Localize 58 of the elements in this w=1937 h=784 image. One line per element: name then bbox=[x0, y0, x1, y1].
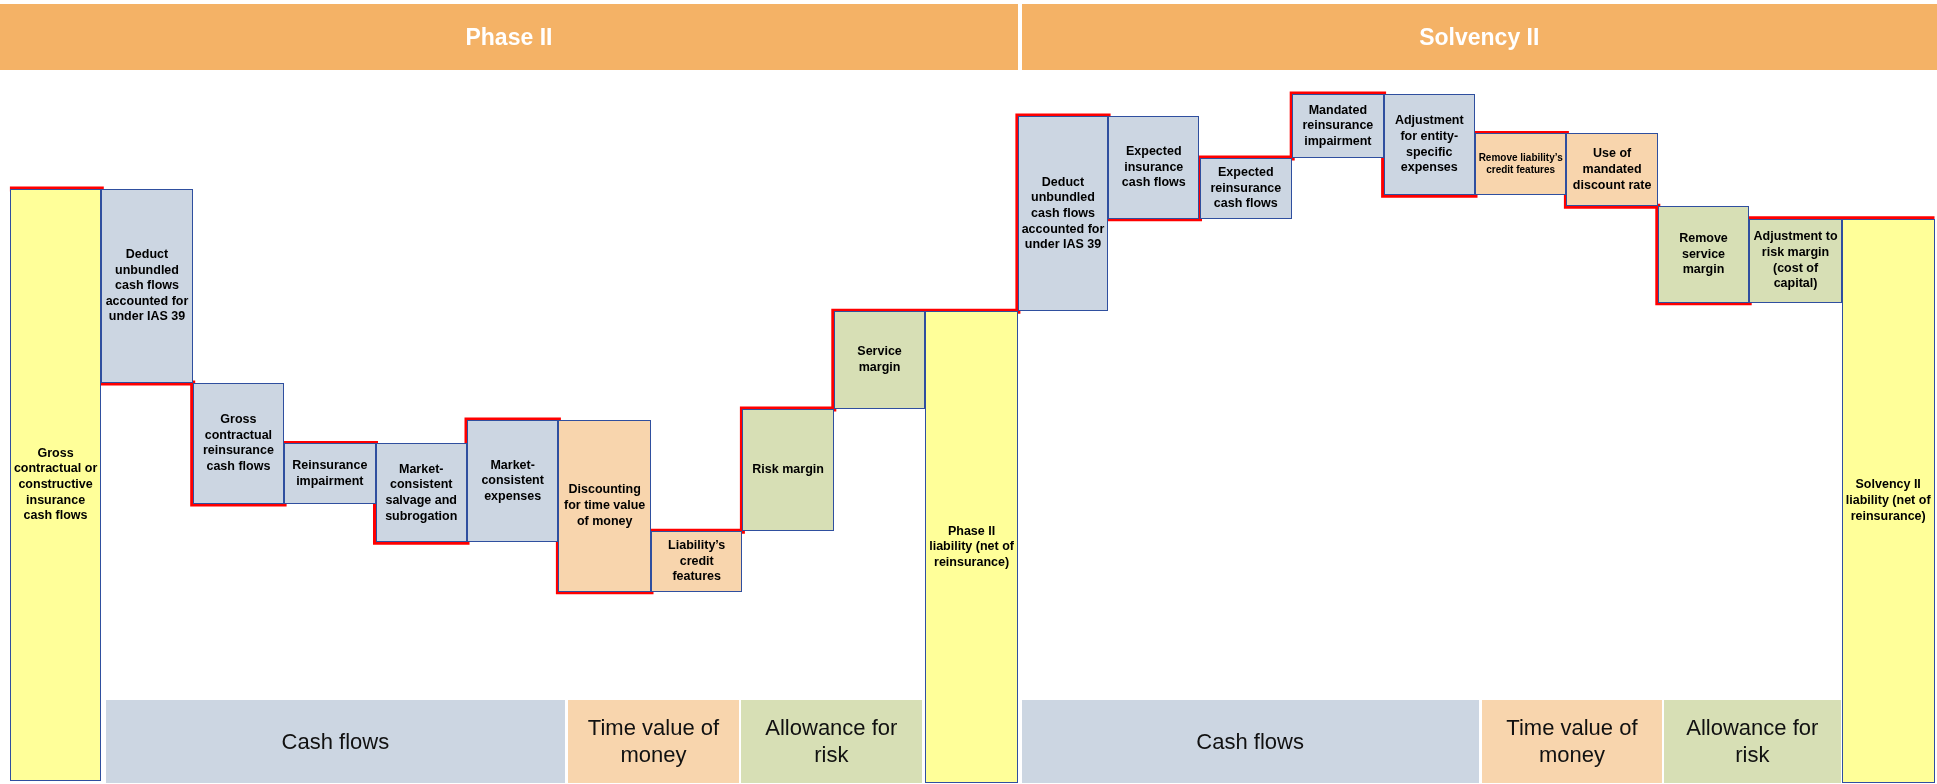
category-band bbox=[741, 700, 922, 784]
step-label: Gross contractual reinsurance cash flows bbox=[201, 412, 275, 475]
step-box bbox=[466, 420, 559, 543]
category-label: Allowance for risk bbox=[764, 715, 899, 769]
category-label: Allowance for risk bbox=[1685, 715, 1820, 769]
step-box bbox=[742, 408, 834, 532]
step-label: Reinsurance impairment bbox=[291, 458, 369, 490]
step-label: Discounting for time value of money bbox=[563, 482, 647, 530]
step-label: Market-consistent salvage and subrogation bbox=[384, 461, 459, 525]
step-box bbox=[1292, 93, 1384, 159]
step-label: Risk margin bbox=[752, 462, 824, 478]
step-box bbox=[192, 382, 285, 504]
step-label: Liability’s credit features bbox=[667, 538, 727, 585]
step-box bbox=[1566, 133, 1658, 207]
category-band bbox=[1664, 700, 1841, 784]
header-text: Solvency II bbox=[1419, 23, 1540, 51]
step-box bbox=[9, 189, 102, 781]
step-box bbox=[651, 531, 743, 592]
step-label: Adjustment to risk margin (cost of capital) bbox=[1752, 229, 1839, 292]
step-label: Remove service margin bbox=[1678, 231, 1729, 278]
step-label: Gross contractual or constructive insurance cash flows bbox=[12, 445, 99, 524]
step-box bbox=[284, 443, 376, 504]
category-band bbox=[1021, 700, 1479, 784]
category-label: Cash flows bbox=[1196, 728, 1304, 755]
step-box bbox=[1475, 133, 1567, 196]
step-box bbox=[1383, 93, 1475, 196]
step-label: Phase II liability (net of reinsurance) bbox=[928, 523, 1015, 571]
step-label: Deduct unbundled cash flows accounted for under IAS 39 bbox=[104, 246, 190, 326]
step-box bbox=[1749, 218, 1842, 303]
step-box bbox=[375, 443, 467, 543]
category-label: Time value of money bbox=[1505, 715, 1639, 769]
step-label: Service margin bbox=[856, 344, 903, 376]
step-label: Expected reinsurance cash flows bbox=[1209, 164, 1283, 212]
step-box bbox=[1108, 116, 1200, 219]
step-box bbox=[558, 420, 651, 592]
section-header bbox=[1021, 3, 1937, 71]
step-label: Expected insurance cash flows bbox=[1120, 143, 1187, 191]
step-box bbox=[101, 189, 193, 383]
category-band bbox=[106, 700, 565, 784]
step-box bbox=[1657, 206, 1750, 303]
header-text: Phase II bbox=[465, 23, 553, 51]
step-box bbox=[833, 311, 926, 409]
category-band bbox=[568, 700, 739, 784]
step-label: Remove liability’s credit features bbox=[1478, 151, 1564, 177]
step-label: Mandated reinsurance impairment bbox=[1301, 102, 1375, 150]
step-label: Use of mandated discount rate bbox=[1571, 146, 1653, 194]
step-label: Adjustment for entity-specific expenses bbox=[1393, 113, 1465, 176]
step-box bbox=[1199, 158, 1293, 219]
category-band bbox=[1482, 700, 1662, 784]
step-box bbox=[1017, 116, 1109, 312]
section-header bbox=[0, 3, 1018, 71]
category-label: Time value of money bbox=[586, 715, 721, 769]
step-box bbox=[925, 311, 1018, 784]
step-box bbox=[1841, 218, 1935, 784]
step-label: Solvency II liability (net of reinsurance) bbox=[1844, 477, 1932, 525]
step-label: Market-consistent expenses bbox=[480, 457, 545, 505]
category-label: Cash flows bbox=[281, 728, 390, 755]
step-label: Deduct unbundled cash flows accounted for under IAS 39 bbox=[1020, 174, 1106, 253]
